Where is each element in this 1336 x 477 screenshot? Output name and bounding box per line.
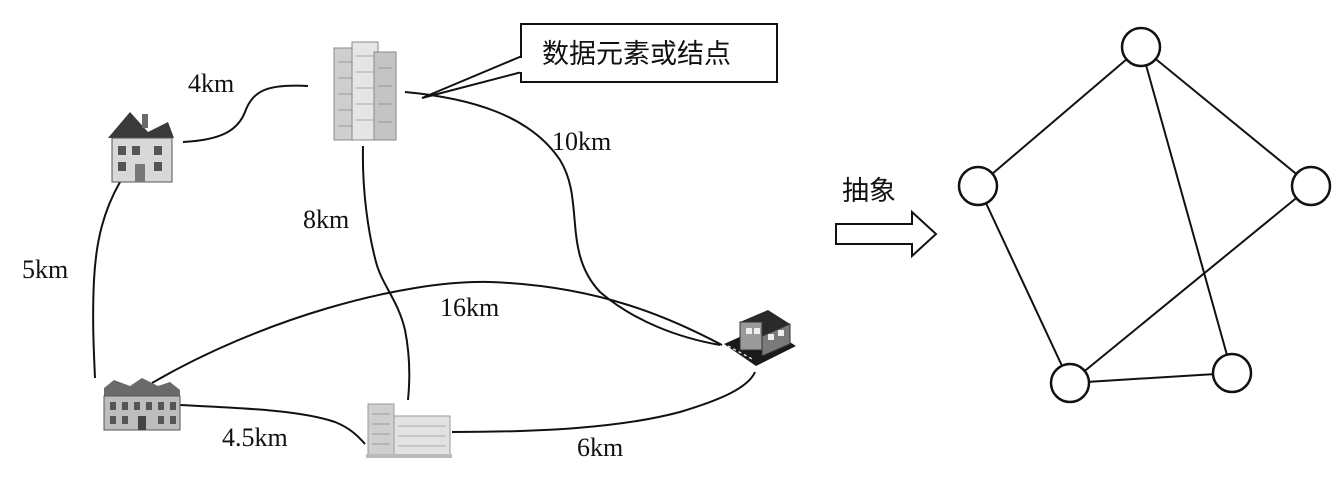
edge-tower-hospital — [363, 146, 409, 400]
graph-node-3 — [1051, 364, 1089, 402]
callout-pointer — [422, 56, 522, 98]
graph-node-0 — [1122, 28, 1160, 66]
callout: 数据元素或结点 — [422, 24, 777, 98]
abstraction-arrow: 抽象 — [836, 176, 936, 256]
graph-edge-0-2 — [1141, 47, 1311, 186]
distance-label-10km: 10km — [552, 127, 611, 156]
distance-label-5km: 5km — [22, 255, 68, 284]
graph-edge-2-3 — [1070, 186, 1311, 383]
graph-edge-1-3 — [978, 186, 1070, 383]
distance-label-8km: 8km — [303, 205, 349, 234]
graph-edge-0-4 — [1141, 47, 1232, 373]
hospital-icon — [366, 404, 452, 458]
tower-icon — [334, 42, 396, 140]
left-map: 4km 10km 8km 5km 16km 4.5km 6km 数据元素或结点 — [22, 24, 796, 462]
edge-school-store — [152, 282, 722, 383]
abstract-graph — [959, 28, 1330, 402]
arrow-label: 抽象 — [842, 176, 896, 207]
distance-label-16km: 16km — [440, 293, 499, 322]
callout-text: 数据元素或结点 — [542, 39, 731, 70]
graph-edge-3-4 — [1070, 373, 1232, 383]
graph-edges — [978, 47, 1311, 383]
edge-hospital-store — [452, 372, 755, 432]
graph-edge-0-1 — [978, 47, 1141, 186]
store-icon — [724, 310, 796, 366]
arrow-shape — [836, 212, 936, 256]
house-icon — [108, 112, 174, 182]
distance-label-4-5km: 4.5km — [222, 423, 288, 452]
graph-node-1 — [959, 167, 997, 205]
edge-house-school — [93, 182, 120, 378]
graph-node-2 — [1292, 167, 1330, 205]
distance-label-6km: 6km — [577, 433, 623, 462]
distance-label-4km: 4km — [188, 69, 234, 98]
graph-node-4 — [1213, 354, 1251, 392]
school-icon — [104, 378, 180, 430]
